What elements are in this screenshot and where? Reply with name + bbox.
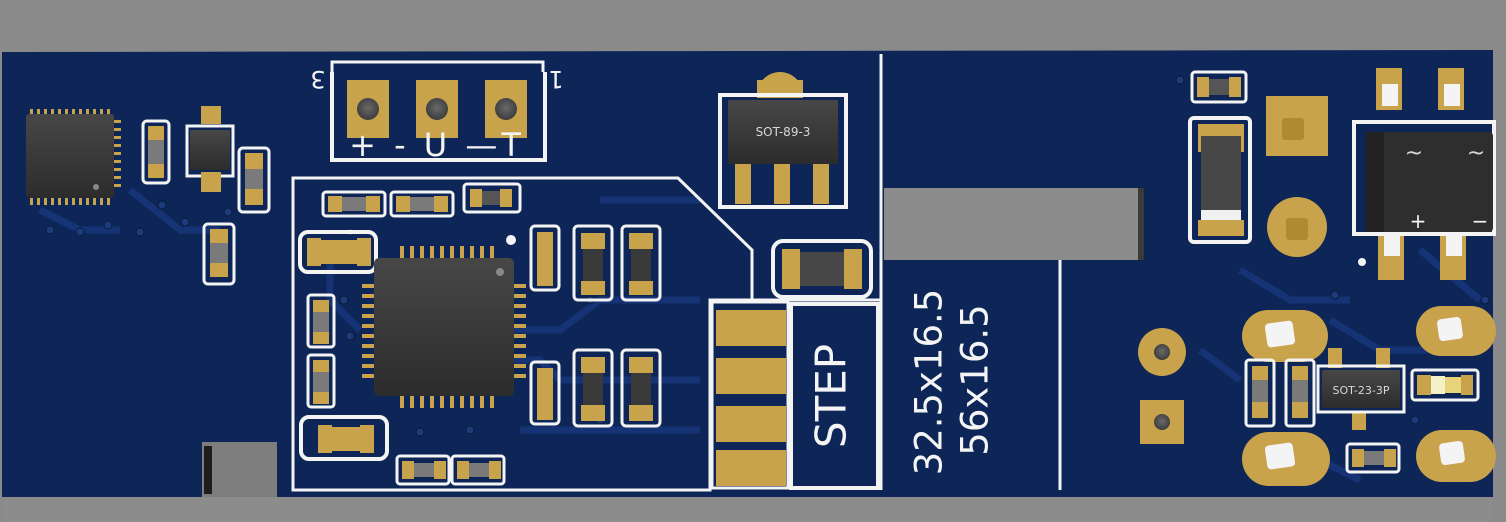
qfn-chip-left bbox=[26, 109, 121, 205]
connector-symbols: + - U —T bbox=[349, 126, 525, 164]
bridge-ac-right: ~ bbox=[1467, 141, 1485, 166]
passives-bottom bbox=[395, 454, 506, 486]
capacitor-regulator bbox=[771, 239, 873, 299]
connector-pin-left-label: 3 bbox=[310, 65, 325, 93]
transistor-sot23 bbox=[1244, 348, 1480, 474]
regulator-sot89 bbox=[718, 72, 848, 209]
dimension-label-2: 56x16.5 bbox=[954, 304, 997, 455]
connector-pin-right-label: 1 bbox=[548, 65, 563, 93]
gray-slot bbox=[884, 188, 1142, 260]
capacitor-mcu-left bbox=[298, 230, 389, 461]
oval-pads bbox=[1242, 306, 1496, 486]
passives-mcu-left bbox=[306, 293, 336, 409]
mcu-chip bbox=[362, 235, 526, 408]
step-section bbox=[710, 298, 880, 490]
bridge-plus: + bbox=[1410, 209, 1427, 233]
passives-mcu-right bbox=[529, 224, 662, 428]
bridge-ac-left: ~ bbox=[1405, 141, 1423, 166]
step-label: STEP bbox=[807, 344, 856, 448]
three-pin-connector bbox=[330, 60, 547, 162]
resistor-row-top bbox=[321, 182, 522, 218]
dimension-label-1: 32.5x16.5 bbox=[908, 289, 951, 476]
passives-right-top bbox=[1188, 70, 1252, 244]
cap-pads-right bbox=[1266, 96, 1328, 257]
transistor-label: SOT-23-3P bbox=[1333, 384, 1390, 397]
regulator-label: SOT-89-3 bbox=[756, 125, 811, 139]
passives-left bbox=[141, 106, 271, 286]
bridge-minus: − bbox=[1472, 209, 1489, 233]
test-pads bbox=[1138, 328, 1186, 444]
bridge-rectifier bbox=[1352, 68, 1496, 280]
